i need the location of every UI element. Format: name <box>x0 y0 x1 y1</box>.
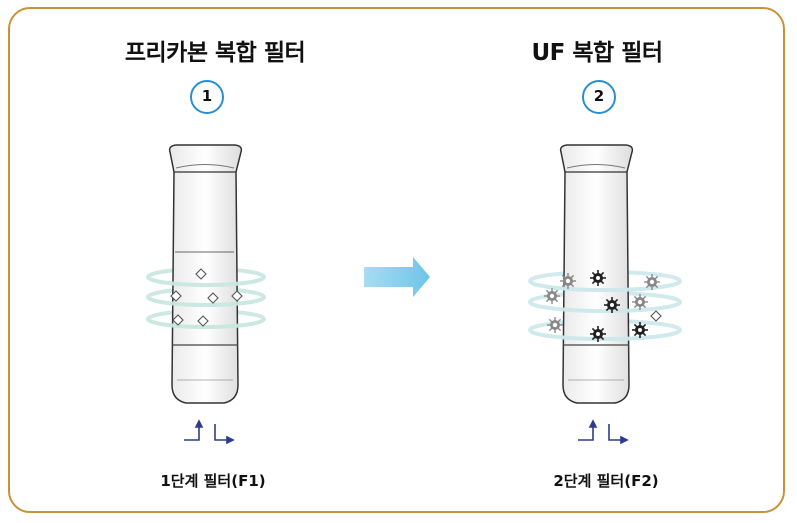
diagram-frame <box>8 7 785 513</box>
filter-2-caption: 2단계 필터(F2) <box>553 472 659 490</box>
step-1-badge: 1 <box>190 80 224 114</box>
step-2-badge: 2 <box>582 80 616 114</box>
filter-1-cartridge <box>146 144 266 404</box>
filter-1-caption: 1단계 필터(F1) <box>160 472 266 490</box>
filter-2-cartridge <box>528 144 682 404</box>
filter-2-title: UF 복합 필터 <box>531 40 663 66</box>
filter-2-flow-arrows-icon <box>578 419 629 445</box>
right-arrow-icon <box>364 257 430 297</box>
filter-1-title: 프리카본 복합 필터 <box>124 40 306 66</box>
filter-1-flow-arrows-icon <box>184 419 235 445</box>
